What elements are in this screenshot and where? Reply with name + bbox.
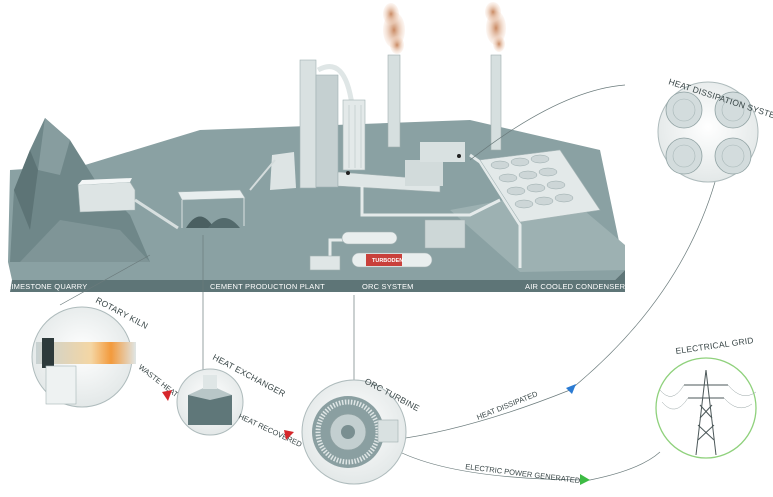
heat-recovered-arrow-icon xyxy=(284,430,294,440)
waste-heat-arrow-icon xyxy=(162,390,172,401)
label-orc-system: ORC SYSTEM xyxy=(362,282,414,291)
plant-air-cooled-condenser xyxy=(479,149,601,223)
label-air-cooled-condenser: AIR COOLED CONDENSER xyxy=(525,282,626,291)
connector-lines xyxy=(59,84,716,481)
label-heat-recovered: HEAT RECOVERED xyxy=(237,412,304,450)
label-electrical-grid: ELECTRICAL GRID xyxy=(675,335,754,356)
cement-preheater-tower xyxy=(249,59,366,191)
label-waste-heat: WASTE HEAT xyxy=(137,362,181,399)
electrical-grid-detail xyxy=(655,357,757,459)
electric-power-arrow-icon xyxy=(580,474,590,485)
plant-ground xyxy=(8,120,625,292)
rotary-kiln-detail xyxy=(31,306,136,408)
label-cement-production-plant: CEMENT PRODUCTION PLANT xyxy=(210,282,325,291)
heat-exchanger-detail xyxy=(176,368,244,436)
orc-turbine-detail xyxy=(301,379,407,485)
label-limestone-quarry: LIMESTONE QUARRY xyxy=(7,282,87,291)
storage-shed xyxy=(177,189,246,228)
heat-dissipated-arrow-icon xyxy=(566,384,576,394)
chimney-right xyxy=(485,2,506,151)
chimney-left xyxy=(383,3,405,148)
turboden-brand-label: TURBODEN xyxy=(372,258,403,264)
crusher-building xyxy=(77,178,179,230)
heat-dissipation-system-detail xyxy=(657,81,759,183)
plant-orc-equipment: TURBODEN xyxy=(309,219,466,271)
